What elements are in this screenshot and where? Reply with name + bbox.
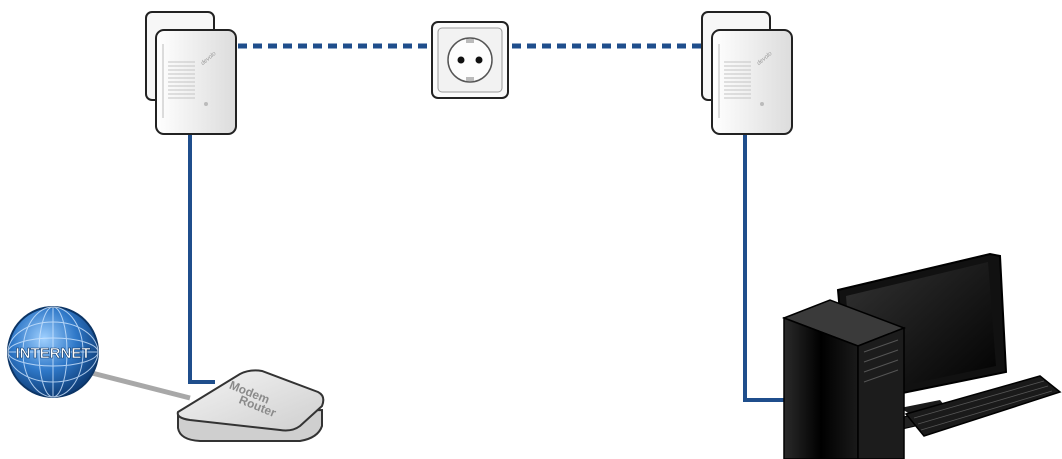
internet-cable <box>87 369 191 401</box>
internet-globe: INTERNET <box>7 306 99 398</box>
ethernet-cable-left <box>188 128 215 384</box>
desktop-computer <box>781 252 1062 459</box>
desktop-pc-icon <box>781 299 907 459</box>
modem-router: Modem Router <box>176 369 325 442</box>
internet-label: INTERNET <box>16 345 91 362</box>
keyboard-icon <box>904 375 1062 437</box>
wall-socket <box>431 21 509 99</box>
globe-icon <box>7 306 99 398</box>
powerline-adapter-left: devolo <box>145 11 237 135</box>
wall-socket-icon <box>431 21 509 99</box>
router-icon <box>176 369 325 442</box>
powerline-adapter-icon: devolo <box>701 11 793 135</box>
ethernet-cable-right <box>743 130 785 402</box>
powerline-adapter-right: devolo <box>701 11 793 135</box>
powerline-adapter-icon: devolo <box>145 11 237 135</box>
